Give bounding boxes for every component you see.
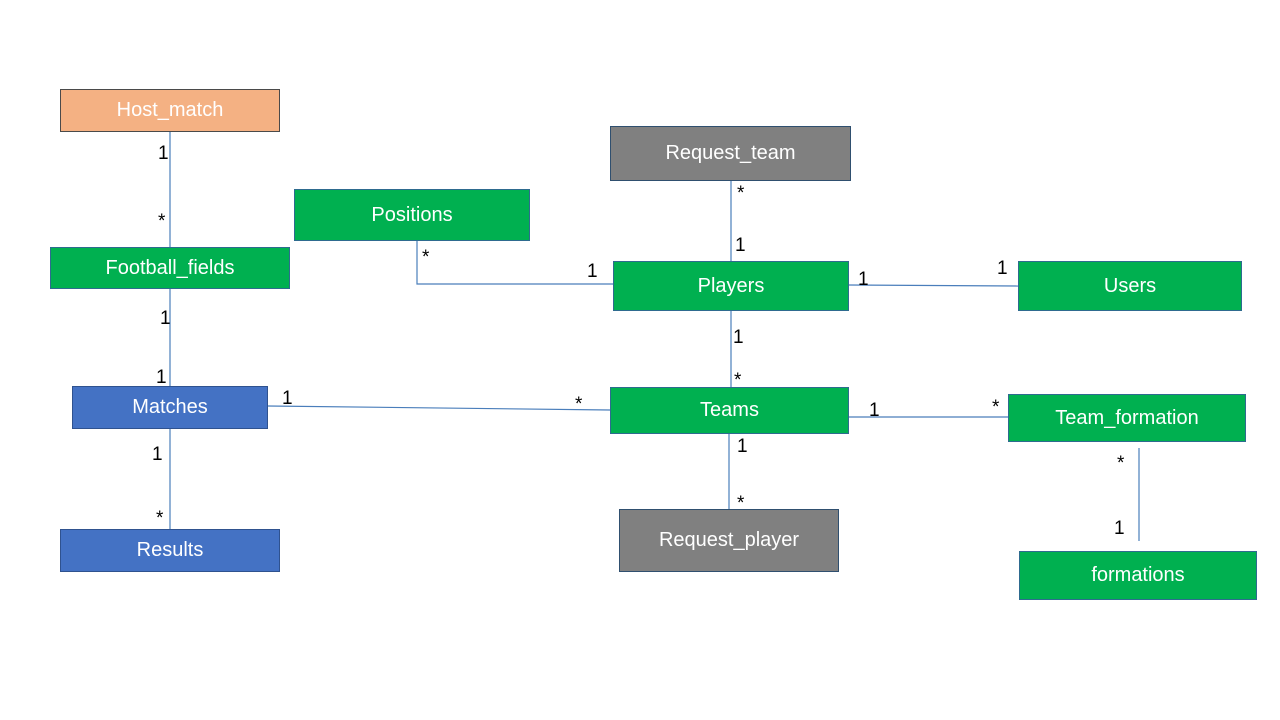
mult-label: 1 <box>156 367 167 388</box>
entity-request-team[interactable]: Request_team <box>610 126 851 181</box>
mult-label: 1 <box>737 436 748 457</box>
entity-matches[interactable]: Matches <box>72 386 268 429</box>
mult-label: 1 <box>733 327 744 348</box>
mult-label: 1 <box>282 388 293 409</box>
entity-players[interactable]: Players <box>613 261 849 311</box>
mult-label: * <box>1117 453 1125 474</box>
mult-label: * <box>156 508 164 529</box>
mult-label: 1 <box>858 269 869 290</box>
mult-label: 1 <box>160 308 171 329</box>
mult-label: 1 <box>869 400 880 421</box>
mult-label: 1 <box>152 444 163 465</box>
entity-positions[interactable]: Positions <box>294 189 530 241</box>
mult-label: 1 <box>158 143 169 164</box>
mult-label: * <box>734 370 742 391</box>
connector-matches-teams <box>267 405 611 411</box>
mult-label: 1 <box>735 235 746 256</box>
entity-team-formation[interactable]: Team_formation <box>1008 394 1246 442</box>
connector-players-users <box>848 284 1019 287</box>
entity-football-fields[interactable]: Football_fields <box>50 247 290 289</box>
entity-formations[interactable]: formations <box>1019 551 1257 600</box>
mult-label: 1 <box>1114 518 1125 539</box>
entity-results[interactable]: Results <box>60 529 280 572</box>
connector-positions-players <box>416 241 613 285</box>
mult-label: * <box>737 493 745 514</box>
mult-label: 1 <box>997 258 1008 279</box>
entity-teams[interactable]: Teams <box>610 387 849 434</box>
entity-request-player[interactable]: Request_player <box>619 509 839 572</box>
mult-label: * <box>422 247 430 268</box>
mult-label: * <box>737 183 745 204</box>
mult-label: * <box>158 211 166 232</box>
mult-label: * <box>575 394 583 415</box>
mult-label: 1 <box>587 261 598 282</box>
entity-users[interactable]: Users <box>1018 261 1242 311</box>
mult-label: * <box>992 397 1000 418</box>
entity-host-match[interactable]: Host_match <box>60 89 280 132</box>
